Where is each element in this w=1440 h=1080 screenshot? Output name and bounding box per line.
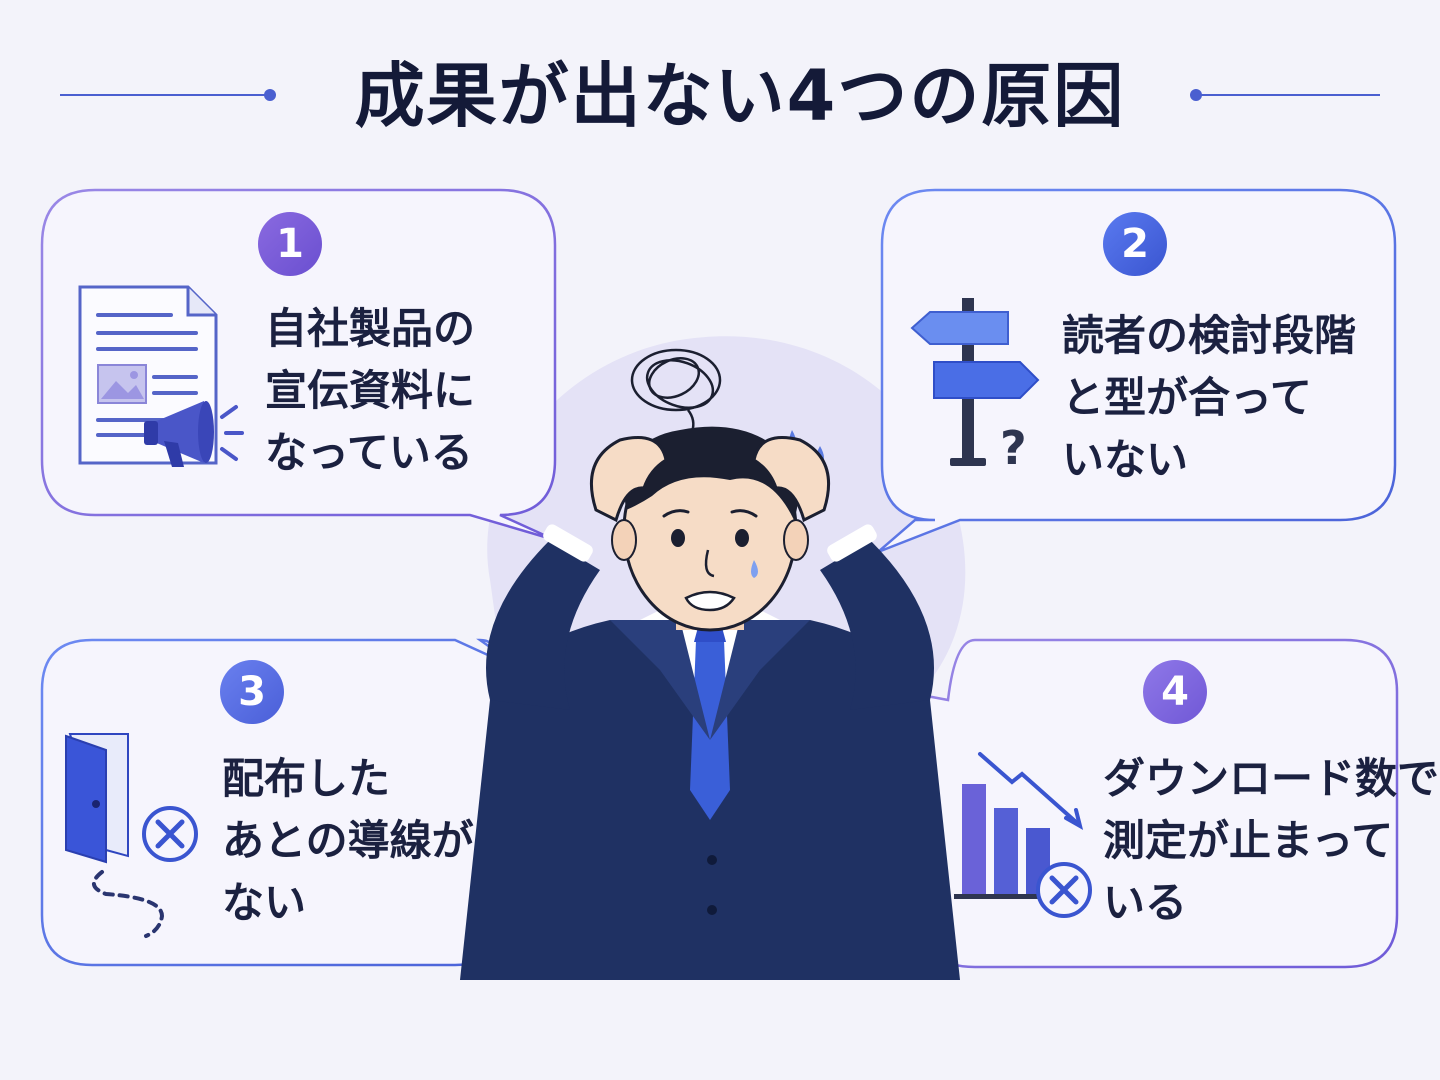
page-title: 成果が出ない4つの原因 xyxy=(354,55,1126,137)
cause-4-number-badge: 4 xyxy=(1143,660,1207,724)
cause-3-number-badge: 3 xyxy=(220,660,284,724)
stressed-businessman-icon xyxy=(460,348,960,980)
cause-4-line-3: いる xyxy=(1103,878,1188,927)
cause-2-line-2: と型が合って xyxy=(1062,373,1312,422)
scribble-icon xyxy=(630,348,722,433)
cause-2-line-3: いない xyxy=(1062,435,1189,484)
cause-1-number-badge: 1 xyxy=(258,212,322,276)
cause-3-line-2: あとの導線が xyxy=(222,816,474,865)
title-decor-line-left xyxy=(60,94,270,96)
svg-text:?: ? xyxy=(1000,421,1027,472)
cause-1-line-3: なっている xyxy=(265,428,473,477)
cause-3-line-3: ない xyxy=(222,878,307,927)
title-decor-dot-right xyxy=(1190,89,1202,101)
cause-2-line-1: 読者の検討段階 xyxy=(1062,311,1357,360)
cause-4-text: ダウンロード数で 測定が止まって いる xyxy=(1103,748,1439,934)
cause-4-line-1: ダウンロード数で xyxy=(1103,754,1440,803)
declining-chart-x-icon xyxy=(954,752,1092,918)
signpost-question-icon: ? xyxy=(910,298,1040,472)
bubble-2-shape xyxy=(877,188,1397,554)
title-row: 成果が出ない4つの原因 xyxy=(0,52,1440,142)
cause-1-line-2: 宣伝資料に xyxy=(265,366,476,415)
cause-3-text: 配布した あとの導線が ない xyxy=(222,748,474,934)
cause-4-line-2: 測定が止まって xyxy=(1103,816,1394,865)
cause-3-line-1: 配布した xyxy=(222,754,391,803)
title-decor-line-right xyxy=(1200,94,1380,96)
cause-1-line-1: 自社製品の xyxy=(265,304,476,353)
document-megaphone-icon xyxy=(78,285,244,467)
cause-2-text: 読者の検討段階 と型が合って いない xyxy=(1062,305,1356,491)
door-x-path-icon xyxy=(65,733,198,938)
cause-1-text: 自社製品の 宣伝資料に なっている xyxy=(265,298,475,484)
cause-2-number-badge: 2 xyxy=(1103,212,1167,276)
title-decor-dot-left xyxy=(264,89,276,101)
